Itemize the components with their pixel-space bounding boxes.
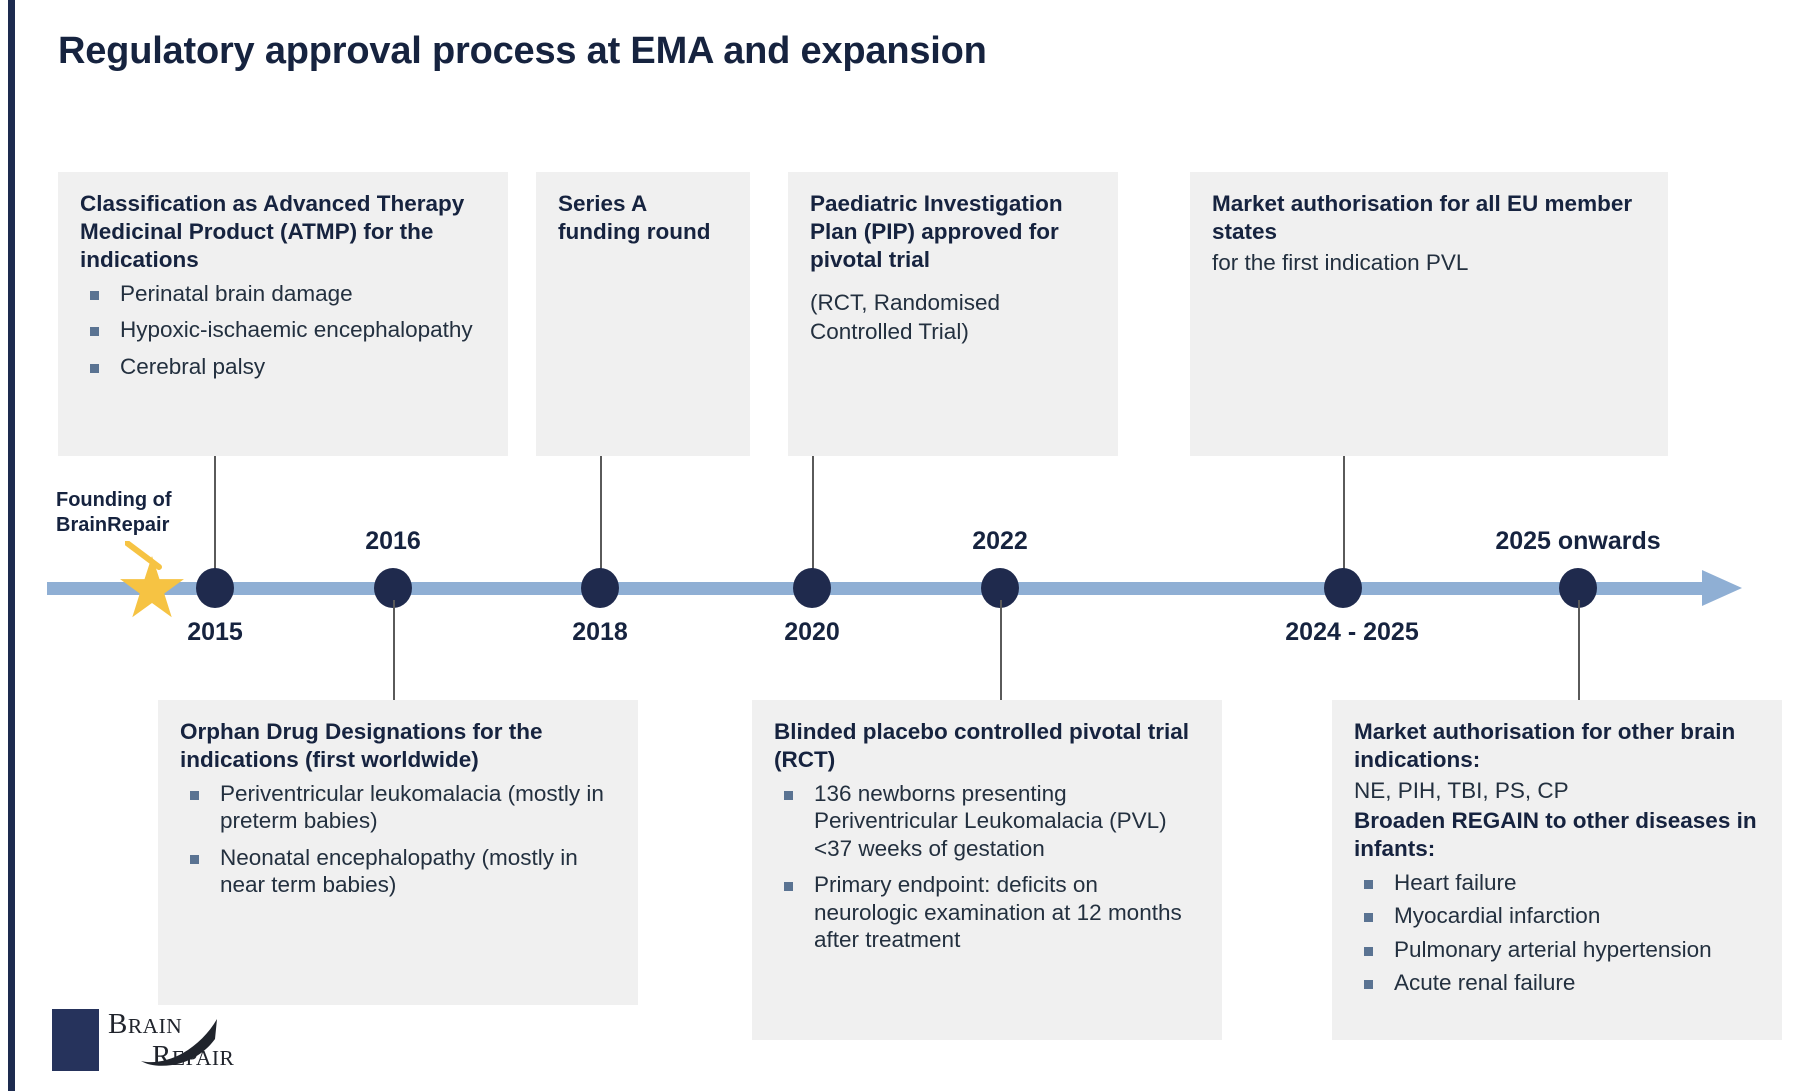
callout-bullet-list: Heart failure Myocardial infarction Pulm… — [1354, 869, 1760, 997]
timeline-node-2018[interactable] — [581, 568, 619, 608]
list-item-label: Perinatal brain damage — [120, 280, 353, 306]
timeline-bar — [47, 582, 1707, 595]
bullet-icon — [90, 327, 99, 337]
list-item-label: Periventricular leukomalacia (mostly in … — [220, 780, 604, 834]
bullet-icon — [1364, 879, 1373, 889]
callout-bullet-list: Perinatal brain damage Hypoxic-ischaemic… — [80, 280, 486, 380]
logo-square-icon — [52, 1009, 99, 1071]
callout-heading: Paediatric Investigation Plan (PIP) appr… — [810, 191, 1063, 272]
callout-heading: Market authorisation for other brain ind… — [1354, 719, 1736, 772]
list-item-label: Hypoxic-ischaemic encephalopathy — [120, 317, 473, 343]
callout-heading-secondary: Broaden REGAIN to other diseases in infa… — [1354, 808, 1757, 861]
connector-line-2015 — [214, 456, 216, 578]
callout-market-auth-eu: Market authorisation for all EU member s… — [1190, 172, 1668, 456]
timeline-node-2020[interactable] — [793, 568, 831, 608]
founding-label-line1: Founding of — [56, 489, 172, 511]
bullet-icon — [784, 882, 793, 892]
year-label-2020: 2020 — [784, 618, 840, 646]
list-item: 136 newborns presenting Periventricular … — [774, 780, 1200, 862]
list-item-label: Primary endpoint: deficits on neurologic… — [814, 872, 1182, 952]
callout-heading: Classification as Advanced Therapy Medic… — [80, 191, 465, 272]
bullet-icon — [1364, 913, 1373, 923]
callout-subtext: (RCT, Randomised Controlled Trial) — [810, 289, 1001, 344]
list-item-label: Neonatal encephalopathy (mostly in near … — [220, 844, 578, 898]
callout-bullet-list: 136 newborns presenting Periventricular … — [774, 780, 1200, 954]
timeline-node-2024-2025[interactable] — [1324, 568, 1362, 608]
year-label-2024-2025: 2024 - 2025 — [1285, 618, 1419, 646]
logo-word-brain: BRAIN — [108, 1008, 183, 1040]
list-item: Myocardial infarction — [1354, 902, 1760, 929]
year-label-2016: 2016 — [365, 527, 421, 555]
timeline-arrow-head-icon — [1702, 570, 1742, 606]
callout-heading: Orphan Drug Designations for the indicat… — [180, 719, 543, 772]
logo-wordmark: BRAIN REPAIR — [108, 1007, 288, 1075]
connector-line-2025-down — [1578, 600, 1580, 700]
timeline-node-2015[interactable] — [196, 568, 234, 608]
list-item-label: 136 newborns presenting Periventricular … — [814, 780, 1167, 861]
callout-subtext: for the first indication PVL — [1212, 249, 1469, 275]
bullet-icon — [90, 290, 99, 300]
connector-line-2016-down — [393, 600, 395, 700]
callout-pivotal-trial: Blinded placebo controlled pivotal trial… — [752, 700, 1222, 1040]
list-item-label: Acute renal failure — [1394, 970, 1576, 996]
list-item: Cerebral palsy — [80, 353, 486, 380]
left-accent-bar — [8, 0, 15, 1091]
list-item: Hypoxic-ischaemic encephalopathy — [80, 316, 486, 343]
timeline-axis — [47, 570, 1747, 606]
connector-line-2024 — [1343, 456, 1345, 578]
founding-star-icon — [120, 556, 184, 618]
year-label-2015: 2015 — [187, 618, 243, 646]
list-item: Perinatal brain damage — [80, 280, 486, 307]
bullet-icon — [190, 854, 199, 864]
bullet-icon — [1364, 980, 1373, 990]
list-item: Neonatal encephalopathy (mostly in near … — [180, 844, 616, 899]
connector-line-2020 — [812, 456, 814, 578]
year-label-2018: 2018 — [572, 618, 628, 646]
list-item-label: Myocardial infarction — [1394, 903, 1601, 929]
brandrepair-logo: BRAIN REPAIR — [52, 1007, 282, 1075]
bullet-icon — [90, 363, 99, 373]
callout-series-a-funding: Series A funding round — [536, 172, 750, 456]
list-item: Pulmonary arterial hypertension — [1354, 936, 1760, 963]
founding-label: Founding of BrainRepair — [56, 488, 172, 538]
connector-line-2018 — [600, 456, 602, 578]
year-label-2025-onwards: 2025 onwards — [1495, 527, 1661, 555]
callout-heading: Blinded placebo controlled pivotal trial… — [774, 719, 1190, 772]
bullet-icon — [784, 790, 793, 800]
list-item: Primary endpoint: deficits on neurologic… — [774, 871, 1200, 953]
callout-atmp-classification: Classification as Advanced Therapy Medic… — [58, 172, 508, 456]
founding-label-line2: BrainRepair — [56, 514, 170, 536]
callout-subtext: NE, PIH, TBI, PS, CP — [1354, 777, 1569, 803]
callout-market-auth-other-indications: Market authorisation for other brain ind… — [1332, 700, 1782, 1040]
connector-line-2022-down — [1000, 600, 1002, 700]
page-title: Regulatory approval process at EMA and e… — [58, 30, 987, 72]
callout-bullet-list: Periventricular leukomalacia (mostly in … — [180, 780, 616, 899]
list-item: Periventricular leukomalacia (mostly in … — [180, 780, 616, 835]
callout-heading: Market authorisation for all EU member s… — [1212, 191, 1633, 244]
callout-pip-approved: Paediatric Investigation Plan (PIP) appr… — [788, 172, 1118, 456]
list-item-label: Heart failure — [1394, 869, 1517, 895]
list-item-label: Cerebral palsy — [120, 353, 266, 379]
list-item: Acute renal failure — [1354, 969, 1760, 996]
bullet-icon — [190, 790, 199, 800]
callout-orphan-drug-designations: Orphan Drug Designations for the indicat… — [158, 700, 638, 1005]
callout-heading: Series A funding round — [558, 191, 711, 244]
logo-word-repair: REPAIR — [152, 1040, 235, 1072]
year-label-2022: 2022 — [972, 527, 1028, 555]
list-item-label: Pulmonary arterial hypertension — [1394, 936, 1712, 962]
list-item: Heart failure — [1354, 869, 1760, 896]
bullet-icon — [1364, 946, 1373, 956]
